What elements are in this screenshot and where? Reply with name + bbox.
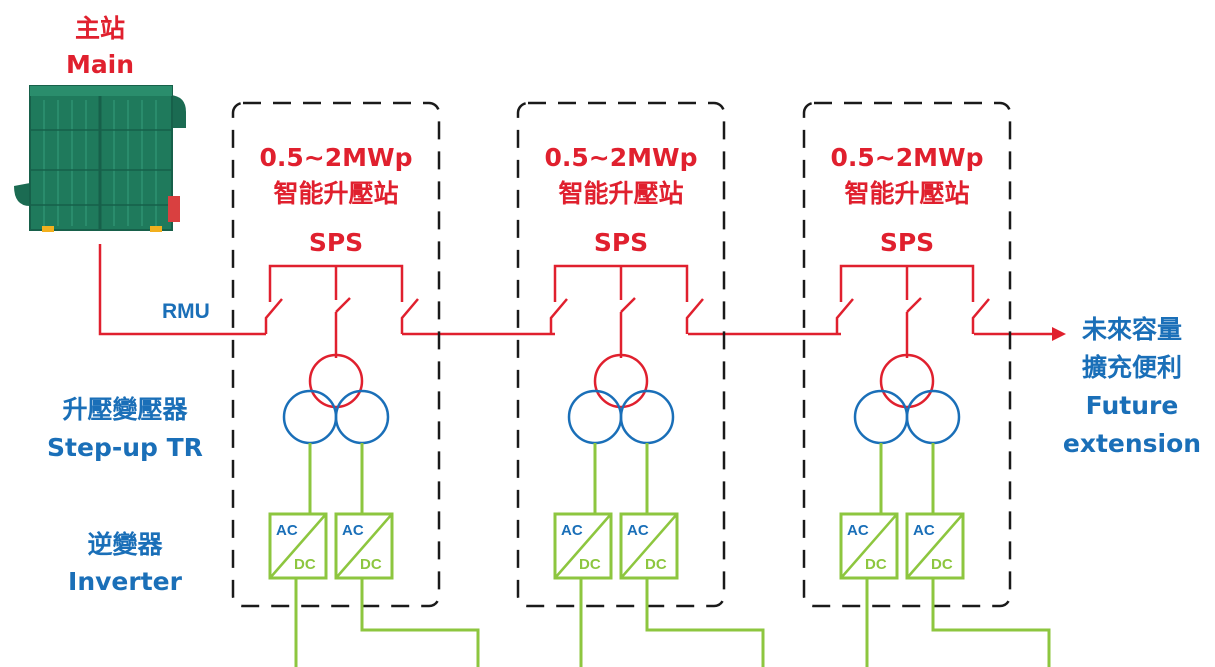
sps-unit-1: 0.5~2MWp 智能升壓站 SPS AC DC AC DC xyxy=(231,101,480,667)
inverter-ac-label: AC xyxy=(913,522,935,539)
inverter-dc-label: DC xyxy=(294,556,316,573)
sps-capacity-label: 0.5~2MWp xyxy=(831,143,984,172)
sps-unit-3: 0.5~2MWp 智能升壓站 SPS AC DC AC DC xyxy=(802,101,1051,667)
transformer-label-en: Step-up TR xyxy=(47,433,203,462)
inverter-dc-label: DC xyxy=(360,556,382,573)
inverter-dc-label: DC xyxy=(645,556,667,573)
ac-dc-inverter-icon: AC DC xyxy=(905,512,965,580)
sps-abbr-label: SPS xyxy=(880,228,934,257)
transformer-secondary-winding xyxy=(567,389,623,445)
future-label-en-1: Future xyxy=(1086,391,1179,420)
future-label-zh-1: 未來容量 xyxy=(1082,315,1182,344)
sps-boundary xyxy=(802,101,1012,608)
rmu-switchgear xyxy=(549,264,704,358)
lv-cable-line xyxy=(294,443,480,667)
future-label-en-2: extension xyxy=(1063,429,1201,458)
transformer-secondary-winding xyxy=(282,389,338,445)
container-substation-icon xyxy=(14,85,186,232)
future-label-zh-2: 擴充便利 xyxy=(1082,353,1182,382)
transformer-secondary-winding xyxy=(334,389,390,445)
mv-cable-line xyxy=(98,244,1066,341)
rmu-switchgear xyxy=(264,264,419,358)
inverter-ac-label: AC xyxy=(847,522,869,539)
inverter-ac-label: AC xyxy=(627,522,649,539)
inverter-label-zh: 逆變器 xyxy=(87,530,163,559)
inverter-dc-label: DC xyxy=(865,556,887,573)
main-station-title-zh: 主站 xyxy=(75,14,125,43)
sps-unit-2: 0.5~2MWp 智能升壓站 SPS AC DC AC DC xyxy=(516,101,765,667)
ac-dc-inverter-icon: AC DC xyxy=(553,512,613,580)
transformer-secondary-winding xyxy=(619,389,675,445)
transformer-primary-winding xyxy=(879,353,935,409)
inverter-label-en: Inverter xyxy=(68,567,183,596)
inverter-ac-label: AC xyxy=(276,522,298,539)
transformer-secondary-winding xyxy=(905,389,961,445)
inverter-dc-label: DC xyxy=(931,556,953,573)
ac-dc-inverter-icon: AC DC xyxy=(619,512,679,580)
inverter-ac-label: AC xyxy=(342,522,364,539)
sps-name-label: 智能升壓站 xyxy=(558,179,683,208)
sps-name-label: 智能升壓站 xyxy=(844,179,969,208)
main-station-title-en: Main xyxy=(66,50,134,79)
sps-abbr-label: SPS xyxy=(594,228,648,257)
transformer-secondary-winding xyxy=(853,389,909,445)
inverter-dc-label: DC xyxy=(579,556,601,573)
ac-dc-inverter-icon: AC DC xyxy=(334,512,394,580)
ac-dc-inverter-icon: AC DC xyxy=(839,512,899,580)
sps-boundary xyxy=(516,101,726,608)
sps-capacity-label: 0.5~2MWp xyxy=(260,143,413,172)
transformer-label-zh: 升壓變壓器 xyxy=(62,395,188,424)
sps-capacity-label: 0.5~2MWp xyxy=(545,143,698,172)
lv-cable-line xyxy=(579,443,765,667)
sps-abbr-label: SPS xyxy=(309,228,363,257)
transformer-primary-winding xyxy=(593,353,649,409)
sps-name-label: 智能升壓站 xyxy=(273,179,398,208)
lv-cable-line xyxy=(865,443,1051,667)
transformer-primary-winding xyxy=(308,353,364,409)
inverter-ac-label: AC xyxy=(561,522,583,539)
ac-dc-inverter-icon: AC DC xyxy=(268,512,328,580)
rmu-switchgear xyxy=(835,264,990,358)
rmu-label: RMU xyxy=(162,300,210,323)
sps-boundary xyxy=(231,101,441,608)
